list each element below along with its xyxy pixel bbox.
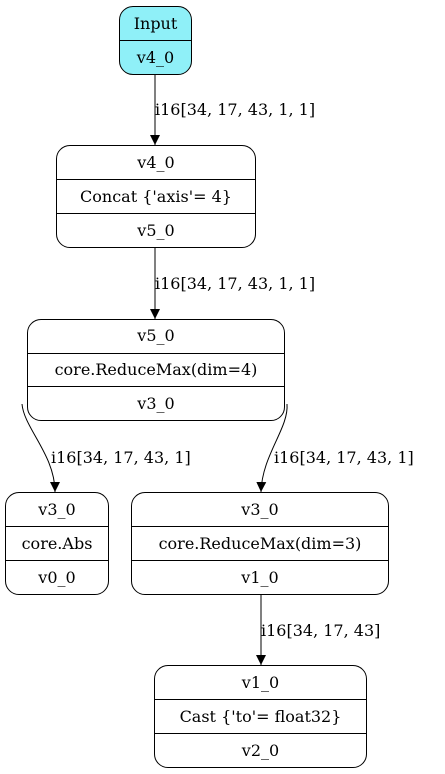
node-concat[interactable]: v4_0 Concat {'axis'= 4} v5_0 bbox=[56, 145, 256, 248]
node-abs-output: v0_0 bbox=[6, 560, 108, 594]
node-input[interactable]: Input v4_0 bbox=[119, 6, 192, 75]
edge-reduce4-to-reduce3 bbox=[256, 403, 288, 493]
node-reduce4-output: v3_0 bbox=[28, 386, 284, 420]
edge-label-reduce3-cast: i16[34, 17, 43] bbox=[261, 621, 381, 640]
node-concat-output: v5_0 bbox=[57, 213, 255, 247]
node-abs[interactable]: v3_0 core.Abs v0_0 bbox=[5, 492, 109, 595]
node-reduce4-op: core.ReduceMax(dim=4) bbox=[28, 352, 284, 387]
node-input-output: v4_0 bbox=[120, 40, 191, 74]
node-cast-input: v1_0 bbox=[241, 672, 280, 692]
node-reduce4[interactable]: v5_0 core.ReduceMax(dim=4) v3_0 bbox=[27, 319, 285, 421]
node-reduce3-output: v1_0 bbox=[132, 560, 388, 594]
edge-reduce4-to-abs bbox=[21, 403, 60, 493]
edge-label-concat-reduce4: i16[34, 17, 43, 1, 1] bbox=[155, 274, 316, 293]
node-abs-input: v3_0 bbox=[38, 499, 76, 519]
node-concat-op: Concat {'axis'= 4} bbox=[57, 179, 255, 213]
node-abs-op: core.Abs bbox=[6, 526, 108, 560]
node-cast[interactable]: v1_0 Cast {'to'= float32} v2_0 bbox=[154, 665, 367, 768]
node-cast-op: Cast {'to'= float32} bbox=[155, 699, 366, 733]
node-reduce3[interactable]: v3_0 core.ReduceMax(dim=3) v1_0 bbox=[131, 492, 389, 595]
node-reduce3-input: v3_0 bbox=[241, 499, 279, 519]
node-concat-input: v4_0 bbox=[137, 152, 175, 172]
node-reduce3-op: core.ReduceMax(dim=3) bbox=[132, 526, 388, 560]
edge-label-reduce4-abs: i16[34, 17, 43, 1] bbox=[51, 448, 191, 467]
edge-label-input-concat: i16[34, 17, 43, 1, 1] bbox=[155, 100, 316, 119]
node-input-title: Input bbox=[133, 13, 178, 33]
node-cast-output: v2_0 bbox=[155, 733, 366, 767]
edge-label-reduce4-reduce3: i16[34, 17, 43, 1] bbox=[274, 448, 414, 467]
node-reduce4-input: v5_0 bbox=[137, 326, 175, 346]
